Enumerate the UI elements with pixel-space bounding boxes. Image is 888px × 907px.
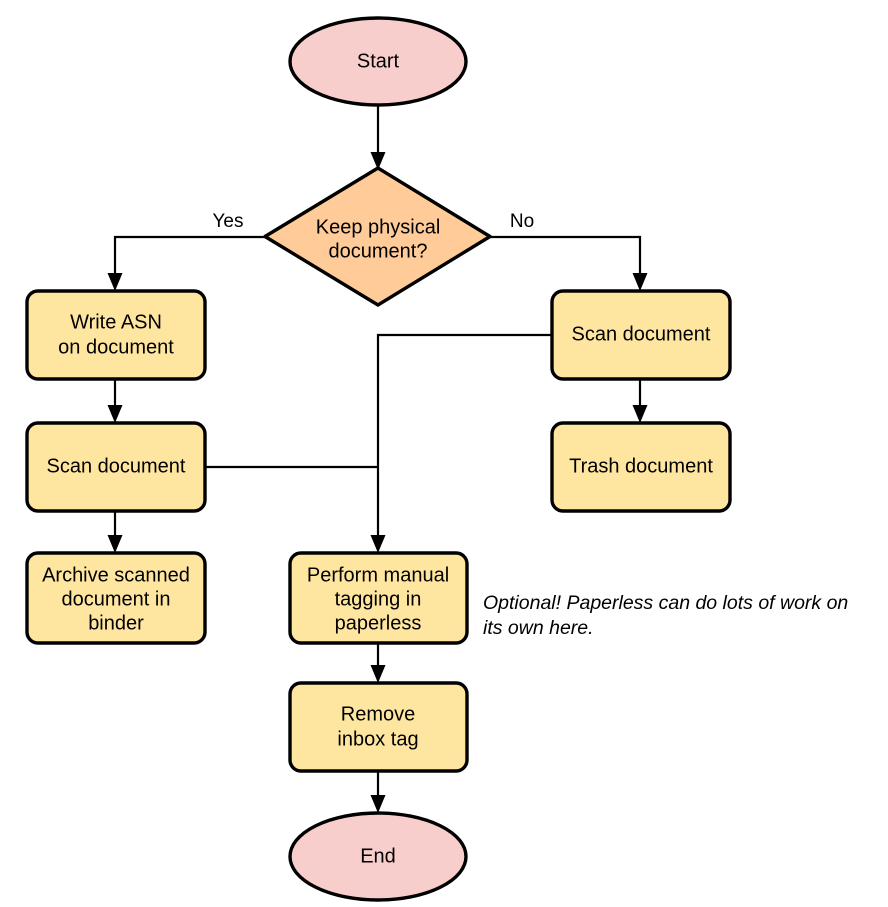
node-remove-inbox-tag[interactable]: Remove inbox tag <box>288 681 469 773</box>
edge-scan-right-to-trash <box>632 379 648 423</box>
edge-tagging-to-remove-inbox <box>370 643 386 683</box>
arrowhead-icon <box>107 273 123 291</box>
arrowhead-icon <box>370 535 386 553</box>
node-write-asn-label-line2: on document <box>58 336 174 358</box>
arrowhead-icon <box>632 405 648 423</box>
edge-label-yes: Yes <box>213 211 244 232</box>
edge-decision-no-to-scan-right <box>490 235 648 291</box>
node-remove-inbox-label-line1: Remove <box>341 703 415 725</box>
edge-line <box>376 333 552 542</box>
node-scan-document-right[interactable]: Scan document <box>550 289 732 381</box>
node-write-asn-on-document[interactable]: Write ASN on document <box>25 289 207 381</box>
edge-scan-left-to-archive <box>107 511 123 553</box>
node-tagging-label-line3: paperless <box>335 612 422 634</box>
node-archive-label-line1: Archive scanned <box>42 564 190 586</box>
process-box-shape <box>550 289 732 381</box>
node-end[interactable]: End <box>288 811 468 902</box>
arrowhead-icon <box>107 405 123 423</box>
node-archive-label-line2: document in <box>62 588 171 610</box>
node-trash-document[interactable]: Trash document <box>550 421 732 513</box>
arrowhead-icon <box>107 535 123 553</box>
node-archive-label-line3: binder <box>88 612 144 634</box>
process-box-shape <box>288 551 469 645</box>
edge-line <box>113 235 265 280</box>
annotation-line1: Optional! Paperless can do lots of work … <box>483 592 848 614</box>
node-decision-keep-physical-document[interactable]: Keep physical document? <box>263 166 492 307</box>
node-tagging-label-line1: Perform manual <box>307 564 449 586</box>
start-ellipse-shape <box>288 16 468 107</box>
node-scan-document-right-label: Scan document <box>572 323 711 345</box>
node-scan-document-left[interactable]: Scan document <box>25 421 207 513</box>
edge-scan-right-to-tagging <box>370 333 552 553</box>
annotation-line2: its own here. <box>483 617 594 639</box>
edge-line <box>490 235 642 280</box>
arrowhead-icon <box>632 273 648 291</box>
node-archive-scanned-document[interactable]: Archive scanned document in binder <box>25 551 207 645</box>
edge-start-to-decision <box>370 105 386 170</box>
decision-diamond-shape <box>263 166 492 307</box>
arrowhead-icon <box>370 795 386 813</box>
node-scan-document-left-label: Scan document <box>47 455 186 477</box>
node-decision-label-line2: document? <box>329 240 428 262</box>
process-box-shape <box>25 289 207 381</box>
node-write-asn-label-line1: Write ASN <box>70 311 162 333</box>
node-perform-manual-tagging[interactable]: Perform manual tagging in paperless <box>288 551 469 645</box>
edge-decision-yes-to-write-asn <box>107 235 265 291</box>
node-start[interactable]: Start <box>288 16 468 107</box>
process-box-shape <box>25 551 207 645</box>
process-box-shape <box>550 421 732 513</box>
arrowhead-icon <box>370 665 386 683</box>
node-end-label: End <box>360 845 396 867</box>
node-remove-inbox-label-line2: inbox tag <box>337 728 418 750</box>
process-box-shape <box>25 421 207 513</box>
annotation-optional-note: Optional! Paperless can do lots of work … <box>483 592 848 639</box>
arrowhead-icon <box>370 152 386 170</box>
process-box-shape <box>288 681 469 773</box>
edge-write-asn-to-scan-left <box>107 379 123 423</box>
edge-label-no: No <box>510 211 534 232</box>
node-tagging-label-line2: tagging in <box>335 588 422 610</box>
end-ellipse-shape <box>288 811 468 902</box>
node-start-label: Start <box>357 50 400 72</box>
edge-remove-inbox-to-end <box>370 771 386 813</box>
node-decision-label-line1: Keep physical <box>316 216 441 238</box>
node-trash-document-label: Trash document <box>569 455 713 477</box>
